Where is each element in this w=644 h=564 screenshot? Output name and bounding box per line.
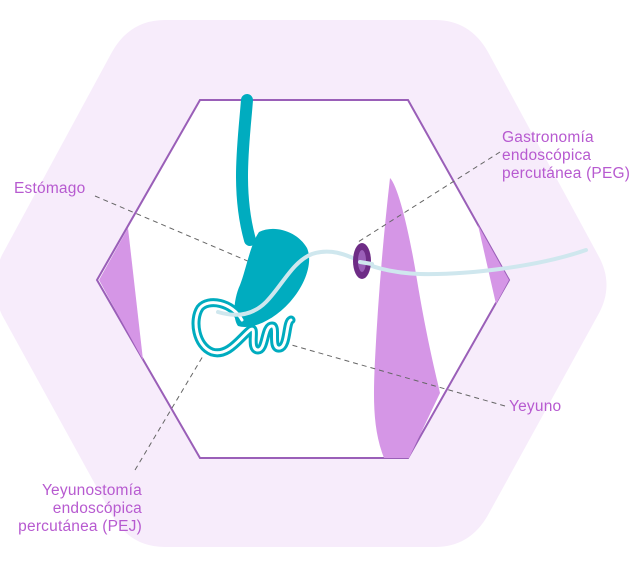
leader-lines	[94, 151, 506, 471]
esophagus	[236, 94, 256, 246]
right-wall-shape	[478, 225, 509, 304]
peg-label-line-2: endoscópica	[502, 147, 592, 164]
pej-label: Yeyunostomía endoscópica percutánea (PEJ…	[18, 482, 142, 536]
stomach-shape	[234, 228, 310, 327]
peg-label-line-3: percutánea (PEG)	[502, 165, 631, 182]
abdominal-wall-shape	[373, 178, 440, 458]
stomach-label: Estómago	[14, 180, 86, 197]
peg-label-line-1: Gastronomía	[502, 129, 594, 146]
jejunum-lumen	[194, 301, 293, 355]
stomach-leader	[94, 195, 251, 263]
feeding-tube	[216, 248, 588, 317]
jejunum-label: Yeyuno	[509, 398, 562, 415]
left-wall-shape	[99, 228, 143, 360]
pej-label-line-2: endoscópica	[52, 500, 142, 517]
jejunum-leader	[287, 343, 506, 407]
peg-label: Gastronomía endoscópica percutánea (PEG)	[502, 129, 630, 183]
peg-leader	[357, 151, 501, 243]
pej-label-line-3: percutánea (PEJ)	[18, 518, 142, 535]
pej-label-line-1: Yeyunostomía	[41, 482, 142, 499]
pej-leader	[134, 355, 204, 471]
tube-through-port	[358, 260, 374, 266]
